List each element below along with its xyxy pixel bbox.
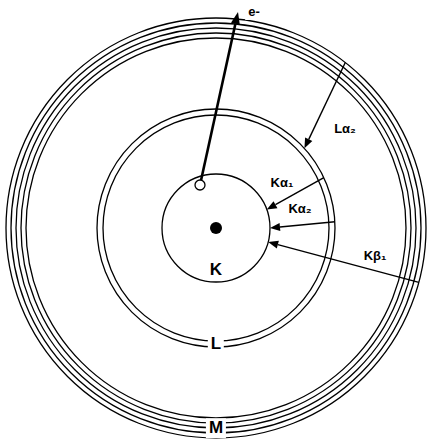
text-holder: L	[208, 334, 224, 354]
shell-ring	[11, 23, 421, 433]
shell-ring	[6, 18, 426, 438]
l-shell: LK	[97, 109, 335, 347]
electron-vacancy	[195, 180, 205, 190]
k-shell: K	[162, 174, 270, 282]
electron-label: e-	[245, 5, 263, 20]
nucleus	[210, 222, 222, 234]
arrowhead	[304, 138, 312, 149]
shell-label: K	[207, 260, 225, 280]
text-holder: e-	[245, 2, 263, 20]
text-holder: Kα₁	[268, 173, 297, 191]
transition-line	[278, 245, 419, 283]
text-holder: Lα₂	[331, 119, 359, 137]
text-holder: Kβ₁	[361, 246, 390, 264]
shell-outline	[6, 18, 426, 438]
ejected-electron-path	[200, 24, 235, 185]
transition-label: Lα₂	[331, 122, 359, 137]
transition-arrow	[270, 222, 335, 231]
shell-label: L	[208, 334, 224, 354]
shell-ring	[97, 109, 335, 347]
shell-ring	[103, 115, 329, 341]
m-shell: MLK	[6, 18, 426, 438]
transition-label: Kα₂	[285, 202, 314, 217]
shell-ring	[26, 38, 406, 418]
shell-ring	[21, 33, 411, 423]
shell-outline	[97, 109, 335, 347]
transition-label: Kα₁	[268, 176, 297, 191]
transition-label: Kβ₁	[361, 249, 390, 264]
shell-ring	[16, 28, 416, 428]
arrowhead	[270, 223, 280, 231]
shell-ring	[162, 174, 270, 282]
transition-arrow	[268, 241, 419, 283]
shell-label: M	[206, 418, 226, 438]
transition-line	[280, 222, 335, 227]
text-holder: M	[206, 418, 226, 438]
arrowhead	[267, 201, 278, 209]
text-holder: K	[207, 260, 225, 280]
text-holder: Kα₂	[285, 199, 314, 217]
arrowhead	[268, 241, 279, 249]
